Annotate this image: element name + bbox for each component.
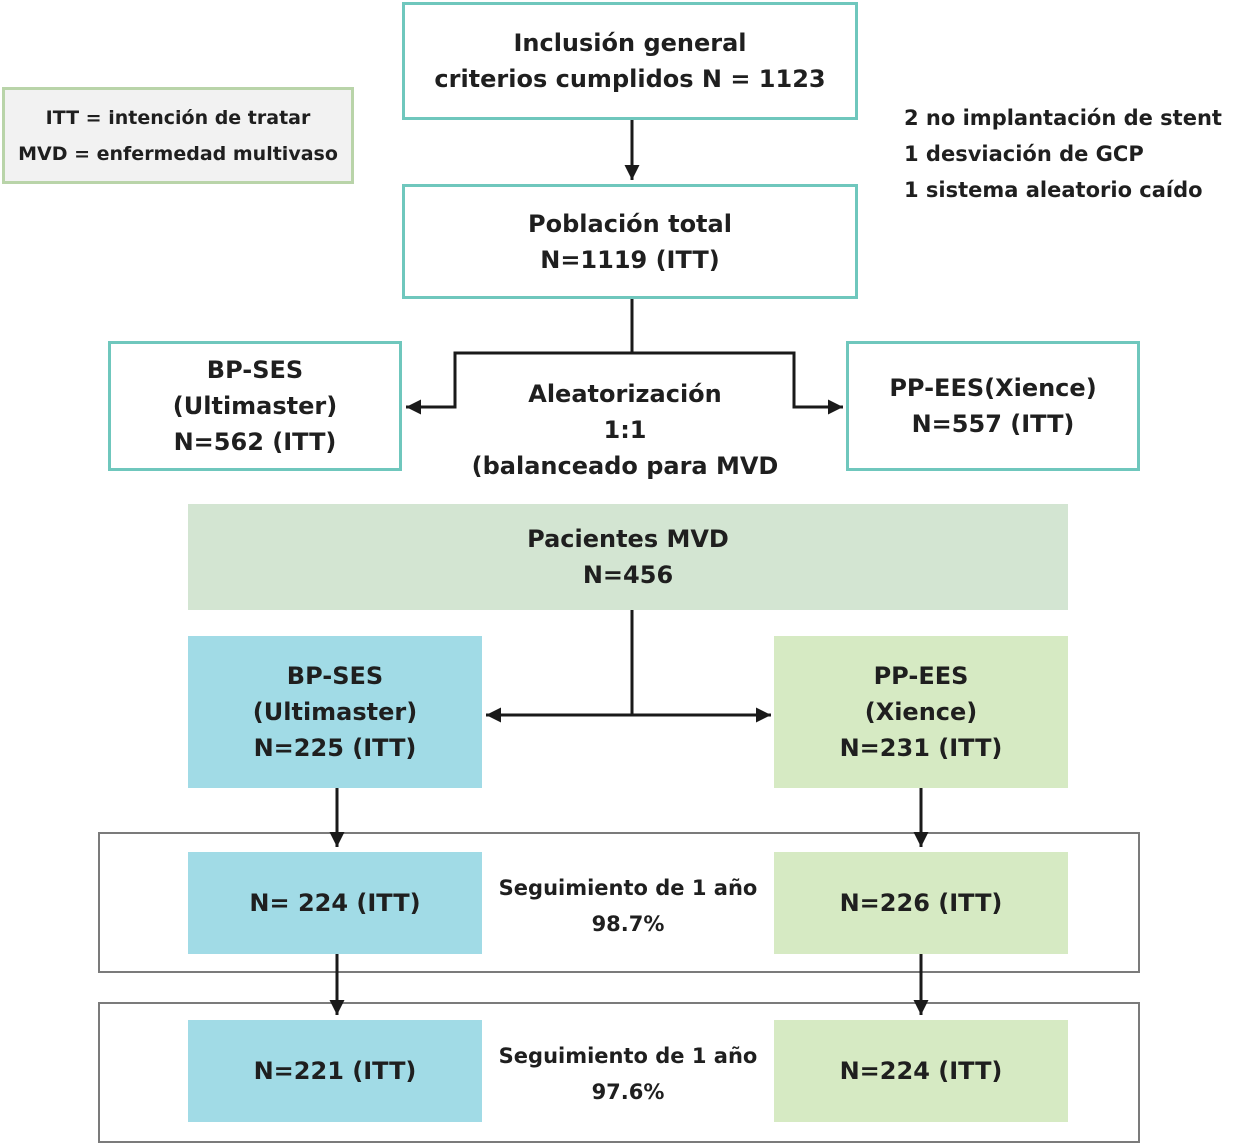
randomization-line1: Aleatorización bbox=[528, 380, 722, 408]
mvd-pp-box: PP-EES (Xience) N=231 (ITT) bbox=[774, 636, 1068, 788]
arm-pp-box: PP-EES(Xience) N=557 (ITT) bbox=[846, 341, 1140, 471]
followup1-right-text: N=226 (ITT) bbox=[839, 889, 1003, 917]
population-box: Población total N=1119 (ITT) bbox=[402, 184, 858, 299]
arm-pp-line1: PP-EES(Xience) bbox=[889, 374, 1097, 402]
followup2-right-box: N=224 (ITT) bbox=[774, 1020, 1068, 1122]
followup1-left-text: N= 224 (ITT) bbox=[249, 889, 421, 917]
inclusion-box: Inclusión general criterios cumplidos N … bbox=[402, 2, 858, 120]
mvd-bp-line2: (Ultimaster) bbox=[252, 698, 418, 726]
exclusion-item: 1 desviación de GCP bbox=[904, 142, 1144, 166]
followup1-left-box: N= 224 (ITT) bbox=[188, 852, 482, 954]
followup1-pct: 98.7% bbox=[591, 912, 665, 936]
randomization-line2: 1:1 bbox=[603, 416, 647, 444]
randomization-line3: (balanceado para MVD bbox=[471, 452, 779, 480]
inclusion-line2: criterios cumplidos N = 1123 bbox=[434, 65, 826, 93]
mvd-bp-box: BP-SES (Ultimaster) N=225 (ITT) bbox=[188, 636, 482, 788]
mvd-pp-line2: (Xience) bbox=[864, 698, 978, 726]
arm-pp-line2: N=557 (ITT) bbox=[911, 410, 1075, 438]
followup2-left-box: N=221 (ITT) bbox=[188, 1020, 482, 1122]
randomization-label: Aleatorización 1:1 (balanceado para MVD bbox=[470, 376, 780, 484]
followup1-right-box: N=226 (ITT) bbox=[774, 852, 1068, 954]
inclusion-line1: Inclusión general bbox=[513, 29, 747, 57]
mvd-pp-line3: N=231 (ITT) bbox=[839, 734, 1003, 762]
followup2-left-text: N=221 (ITT) bbox=[253, 1057, 417, 1085]
exclusions-list: 2 no implantación de stent 1 desviación … bbox=[904, 100, 1222, 208]
exclusion-item: 1 sistema aleatorio caído bbox=[904, 178, 1203, 202]
mvd-bp-line1: BP-SES bbox=[286, 662, 384, 690]
arrow-to-bp-arm bbox=[406, 351, 632, 415]
followup1-label: Seguimiento de 1 año 98.7% bbox=[482, 870, 774, 942]
arm-bp-line1: BP-SES bbox=[206, 356, 304, 384]
followup2-label-text: Seguimiento de 1 año bbox=[498, 1044, 758, 1068]
mvd-patients-line2: N=456 bbox=[582, 561, 674, 589]
mvd-pp-line1: PP-EES bbox=[873, 662, 969, 690]
mvd-bp-line3: N=225 (ITT) bbox=[253, 734, 417, 762]
legend-itt: ITT = intención de tratar bbox=[45, 106, 311, 129]
legend-box: ITT = intención de tratar MVD = enfermed… bbox=[2, 87, 354, 184]
exclusion-item: 2 no implantación de stent bbox=[904, 106, 1222, 130]
mvd-patients-box: Pacientes MVD N=456 bbox=[188, 504, 1068, 610]
followup2-right-text: N=224 (ITT) bbox=[839, 1057, 1003, 1085]
arm-bp-box: BP-SES (Ultimaster) N=562 (ITT) bbox=[108, 341, 402, 471]
arm-bp-line2: (Ultimaster) bbox=[172, 392, 338, 420]
followup2-label: Seguimiento de 1 año 97.6% bbox=[482, 1038, 774, 1110]
arm-bp-line3: N=562 (ITT) bbox=[173, 428, 337, 456]
arrow-to-pp-arm bbox=[632, 351, 843, 415]
population-line2: N=1119 (ITT) bbox=[540, 245, 720, 274]
population-line1: Población total bbox=[528, 209, 732, 238]
followup1-label-text: Seguimiento de 1 año bbox=[498, 876, 758, 900]
legend-mvd: MVD = enfermedad multivaso bbox=[18, 142, 338, 165]
followup2-pct: 97.6% bbox=[591, 1080, 665, 1104]
mvd-patients-line1: Pacientes MVD bbox=[527, 525, 729, 553]
